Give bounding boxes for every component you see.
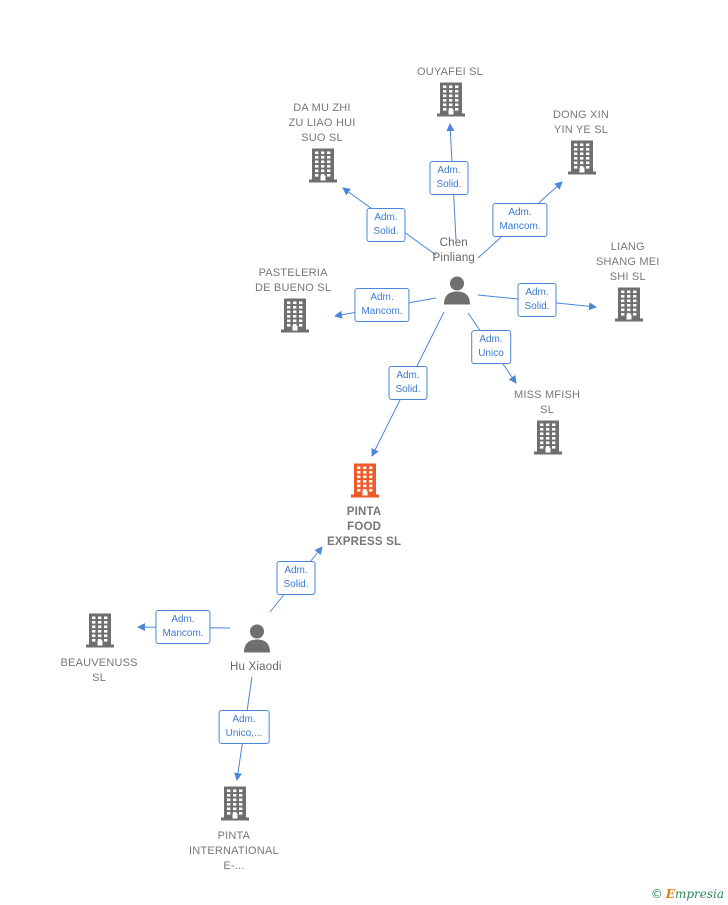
relation-badge-liang[interactable]: Adm. Solid. [517, 283, 557, 317]
building-icon-pasteleria[interactable] [280, 298, 310, 338]
relation-badge-line: Solid. [283, 579, 309, 590]
relation-badge-line: Mancom. [499, 221, 541, 232]
company-label-damuzhi-line: DA MU ZHI [293, 102, 351, 114]
building-icon-pinta[interactable] [350, 463, 380, 503]
company-label-pasteleria-line: PASTELERIA [258, 267, 328, 279]
company-label-beauvenuss-line: SL [92, 672, 107, 684]
building-icon-damuzhi[interactable] [308, 148, 338, 188]
company-label-pinta[interactable]: PINTA FOOD EXPRESS SL [327, 505, 401, 550]
copyright-symbol: © [650, 887, 663, 901]
building-icon-liang[interactable] [614, 287, 644, 327]
company-label-dongxin-line: DONG XIN [553, 109, 609, 121]
relation-badge-line: Adm. [525, 287, 549, 298]
relation-badge-line: Adm. [370, 292, 394, 303]
relation-badge-line: Solid. [524, 301, 550, 312]
relation-badge-line: Adm. [284, 565, 308, 576]
relation-badge-line: Adm. [374, 212, 398, 223]
building-icon-ouyafei[interactable] [436, 82, 466, 122]
company-label-missmfish-line: MISS MFISH [514, 389, 581, 401]
company-label-beauvenuss[interactable]: BEAUVENUSS SL [61, 656, 138, 686]
person-label-hu[interactable]: Hu Xiaodi [230, 660, 282, 675]
company-label-damuzhi[interactable]: DA MU ZHI ZU LIAO HUI SUO SL [289, 101, 356, 146]
relation-badge-missmfish[interactable]: Adm. Unico [471, 330, 511, 364]
relation-badge-line: Adm. [232, 714, 256, 725]
relation-badge-line: Unico,... [225, 728, 263, 739]
relation-badge-line: Adm. [508, 207, 532, 218]
brand-name: mpresia [674, 887, 724, 901]
company-label-liang-line: SHI SL [609, 271, 646, 283]
company-label-pinta-line: PINTA [346, 506, 382, 518]
company-label-ouyafei-line: OUYAFEI SL [417, 66, 483, 78]
relation-badge-ouyafei[interactable]: Adm. Solid. [429, 161, 469, 195]
relation-badge-pasteleria[interactable]: Adm. Mancom. [354, 288, 410, 322]
company-label-pintaint-line: E-... [223, 860, 245, 872]
company-label-liang-line: LIANG [610, 241, 645, 253]
company-label-ouyafei[interactable]: OUYAFEI SL [417, 65, 483, 80]
company-label-beauvenuss-line: BEAUVENUSS [60, 657, 138, 669]
person-label-chen-line: Pinliang [432, 252, 476, 264]
relation-badge-beauvenuss[interactable]: Adm. Mancom. [155, 610, 211, 644]
relation-badge-line: Adm. [479, 334, 503, 345]
building-icon-dongxin[interactable] [567, 140, 597, 180]
empresia-credit: ©Empresia [651, 887, 724, 901]
company-label-pasteleria[interactable]: PASTELERIA DE BUENO SL [255, 266, 331, 296]
company-label-liang-line: SHANG MEI [596, 256, 660, 268]
relation-badge-line: Mancom. [361, 306, 403, 317]
building-icon-pintaint[interactable] [220, 786, 250, 826]
relation-badge-line: Mancom. [162, 628, 204, 639]
relation-badge-line: Solid. [436, 179, 462, 190]
relation-badge-line: Solid. [373, 226, 399, 237]
relation-badge-pinta[interactable]: Adm. Solid. [276, 561, 316, 595]
relation-badge-line: Adm. [171, 614, 195, 625]
relation-badge-line: Solid. [395, 384, 421, 395]
relation-badge-damuzhi[interactable]: Adm. Solid. [366, 208, 406, 242]
company-label-pinta-line: FOOD [347, 521, 382, 533]
relation-badge-pinta[interactable]: Adm. Solid. [388, 366, 428, 400]
relation-badge-line: Adm. [437, 165, 461, 176]
company-label-damuzhi-line: ZU LIAO HUI [288, 117, 356, 129]
company-label-pinta-line: EXPRESS SL [327, 536, 402, 548]
company-label-pintaint[interactable]: PINTA INTERNATIONAL E-... [189, 829, 279, 874]
person-label-hu-line: Hu Xiaodi [230, 661, 282, 673]
company-label-pasteleria-line: DE BUENO SL [255, 282, 332, 294]
company-label-pintaint-line: PINTA [217, 830, 251, 842]
company-label-missmfish-line: SL [540, 404, 555, 416]
building-icon-beauvenuss[interactable] [85, 613, 115, 653]
person-icon-hu[interactable] [242, 623, 272, 658]
building-icon-missmfish[interactable] [533, 420, 563, 460]
company-label-missmfish[interactable]: MISS MFISH SL [514, 388, 580, 418]
person-icon-chen[interactable] [442, 275, 472, 310]
relation-badge-line: Unico [478, 348, 504, 359]
relation-badge-dongxin[interactable]: Adm. Mancom. [492, 203, 548, 237]
person-label-chen-line: Chen [439, 237, 468, 249]
company-label-pintaint-line: INTERNATIONAL [189, 845, 279, 857]
brand-initial: E [665, 887, 675, 901]
company-label-damuzhi-line: SUO SL [301, 132, 343, 144]
company-label-dongxin-line: YIN YE SL [553, 124, 609, 136]
company-label-liang[interactable]: LIANG SHANG MEI SHI SL [596, 240, 660, 285]
company-label-dongxin[interactable]: DONG XIN YIN YE SL [553, 108, 609, 138]
relation-badge-line: Adm. [396, 370, 420, 381]
relation-badge-pintaint[interactable]: Adm. Unico,... [218, 710, 270, 744]
